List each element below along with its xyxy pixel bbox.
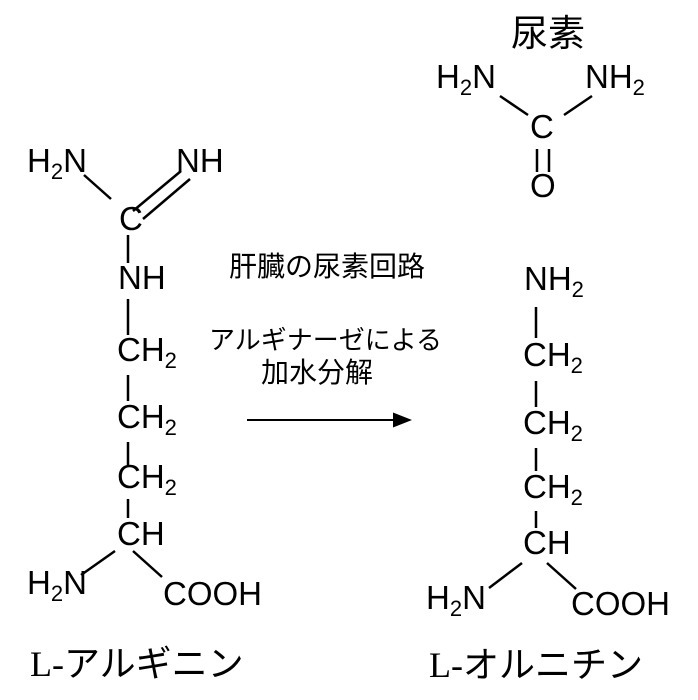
- formula-subscript: 2: [632, 75, 645, 100]
- bond-urea-right-amine-to-carbon: [563, 94, 593, 117]
- bond-urea-left-amine-to-carbon: [499, 94, 529, 117]
- ornithine-label: L-オルニチン: [429, 645, 643, 685]
- formula-main: H: [27, 142, 51, 179]
- bond-arginine-carbon-imine-double-1: [132, 170, 182, 212]
- formula-subscript: 2: [164, 475, 177, 500]
- formula-main: NH: [585, 58, 633, 95]
- bond-arginine-ch-to-amine: [80, 549, 116, 577]
- formula-main: CH: [117, 331, 165, 368]
- formula-tail: N: [63, 564, 87, 601]
- ornithine-carboxyl: COOH: [571, 585, 670, 622]
- formula-main: H: [436, 58, 460, 95]
- arginine-chain-nh: NH: [118, 259, 166, 296]
- ornithine-terminal-amine: NH2: [524, 260, 584, 301]
- formula-subscript: 2: [449, 596, 463, 621]
- formula-subscript: 2: [570, 353, 583, 378]
- formula-subscript: 2: [164, 348, 177, 373]
- formula-subscript: 2: [50, 159, 64, 184]
- formula-main: CH: [117, 458, 165, 495]
- bond-ornithine-ch-to-carboxyl: [546, 562, 577, 590]
- bond-ornithine-ch-to-amine: [488, 562, 523, 589]
- urea-left-amine: H2N: [436, 58, 496, 99]
- urea-right-amine: NH2: [585, 58, 645, 99]
- bond-arginine-carbon-imine-double-2: [142, 178, 191, 220]
- formula-main: CH: [117, 398, 165, 435]
- bond-arginine-ch-to-carboxyl: [132, 550, 163, 578]
- reaction-arrow-head: [393, 412, 412, 428]
- arginine-guanidino-carbon: C: [119, 200, 143, 237]
- ornithine-chain-ch2-1: CH2: [523, 336, 583, 377]
- formula-main: CH: [523, 468, 571, 505]
- reaction-condition-line1: 肝臓の尿素回路: [229, 252, 426, 283]
- formula-subscript: 2: [459, 75, 473, 100]
- arginine-chain-ch2-3: CH2: [117, 458, 177, 499]
- arginine-alpha-ch: CH: [117, 515, 165, 552]
- ornithine-alpha-amine: H2N: [426, 579, 486, 620]
- formula-tail: N: [472, 58, 496, 95]
- arginine-guanidino-amine: H2N: [27, 142, 87, 183]
- arginine-carboxyl: COOH: [163, 575, 262, 612]
- reaction-condition-line3: 加水分解: [261, 358, 374, 389]
- arginine-alpha-amine: H2N: [27, 564, 87, 605]
- formula-subscript: 2: [50, 581, 64, 606]
- arginine-guanidino-imine: NH: [176, 142, 224, 179]
- urea-title: 尿素: [511, 14, 585, 55]
- formula-main: H: [426, 579, 450, 616]
- ornithine-alpha-ch: CH: [523, 524, 571, 561]
- formula-tail: N: [63, 142, 87, 179]
- formula-subscript: 2: [164, 415, 177, 440]
- formula-main: CH: [523, 404, 571, 441]
- formula-main: CH: [523, 336, 571, 373]
- formula-tail: N: [462, 579, 486, 616]
- reaction-condition-line2: アルギナーゼによる: [209, 326, 442, 355]
- urea-carbonyl-oxygen: O: [530, 167, 556, 204]
- formula-main: H: [27, 564, 51, 601]
- formula-subscript: 2: [570, 421, 583, 446]
- urea-carbonyl-carbon: C: [530, 108, 554, 145]
- ornithine-chain-ch2-3: CH2: [523, 468, 583, 509]
- ornithine-chain-ch2-2: CH2: [523, 404, 583, 445]
- bond-arginine-amine-to-carbon: [83, 174, 112, 200]
- reaction-arrow: [247, 412, 412, 428]
- formula-subscript: 2: [570, 485, 583, 510]
- arginine-label: L-アルギニン: [30, 644, 244, 684]
- arginine-chain-ch2-2: CH2: [117, 398, 177, 439]
- arginine-chain-ch2-1: CH2: [117, 331, 177, 372]
- formula-main: NH: [524, 260, 572, 297]
- formula-subscript: 2: [571, 277, 584, 302]
